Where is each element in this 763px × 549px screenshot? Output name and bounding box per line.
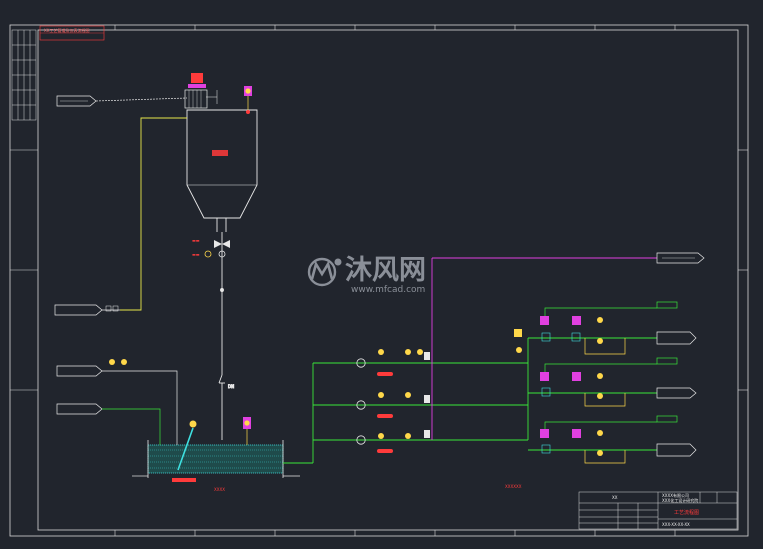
- title-block-drawing-no: XXX-XX-XX-XX: [662, 522, 690, 527]
- branch-2: [528, 363, 657, 407]
- title-block: [578, 491, 738, 530]
- title-block-company: XXX化工设计研究院: [662, 497, 698, 503]
- watermark-url: www.mfcad.com: [351, 285, 425, 295]
- watermark-brand: 沐风网: [345, 255, 426, 286]
- title-block-top-cell: XX: [612, 495, 618, 500]
- drawing-outer-frame: [9, 24, 749, 537]
- silo-hopper-icon: [186, 109, 258, 232]
- pump-icon: [356, 349, 430, 376]
- feed-inlet-tag: [56, 95, 188, 107]
- top-zone-ruler: [10, 25, 748, 536]
- svg-text:▬▬: ▬▬: [192, 238, 200, 243]
- pipe-note-text: XXXXXX: [505, 484, 522, 489]
- drawing-inner-frame: [37, 29, 739, 531]
- branch-3: [528, 421, 657, 464]
- left-margin-table: [11, 29, 37, 121]
- drawing-note-text: XX工艺管道及仪表流程图: [44, 27, 89, 33]
- branch-1: [528, 307, 657, 355]
- mfcad-logo-icon: [307, 257, 342, 287]
- pump-icon: [356, 392, 430, 418]
- watermark: 沐风网 www.mfcad.com: [307, 255, 426, 295]
- title-block-drawing-title: 工艺流程图: [674, 509, 699, 516]
- instrument-bubble-icon: [243, 417, 251, 445]
- pump-icon: [356, 430, 430, 453]
- instrument-bubble-icon: [514, 329, 522, 353]
- magenta-process-line: [431, 257, 657, 440]
- svg-text:▬▬: ▬▬: [192, 252, 200, 257]
- inlet-tag-3: [56, 359, 178, 445]
- left-inlet-tag-2: [54, 304, 120, 316]
- svg-text:DN: DN: [228, 384, 234, 389]
- inlet-tag-4: [56, 403, 161, 445]
- silo-discharge-line: DN: [218, 232, 235, 440]
- dust-collector-icon: [184, 73, 218, 109]
- yellow-process-line: [120, 117, 187, 311]
- title-block-project: XXXX有限公司: [662, 492, 689, 498]
- right-outlet-tags: [656, 301, 697, 457]
- gate-valve-icon: ▬▬ ▬▬: [192, 238, 230, 258]
- agitator-icon: [177, 420, 197, 471]
- mixing-tank-icon: XXXX: [132, 440, 300, 492]
- drawing-note-box: XX工艺管道及仪表流程图: [39, 25, 105, 41]
- pump-discharge-lines: [283, 338, 529, 464]
- tank-note-text: XXXX: [214, 487, 225, 492]
- outlet-tag-top: [656, 252, 705, 264]
- instrument-bubble-icon: [244, 86, 252, 114]
